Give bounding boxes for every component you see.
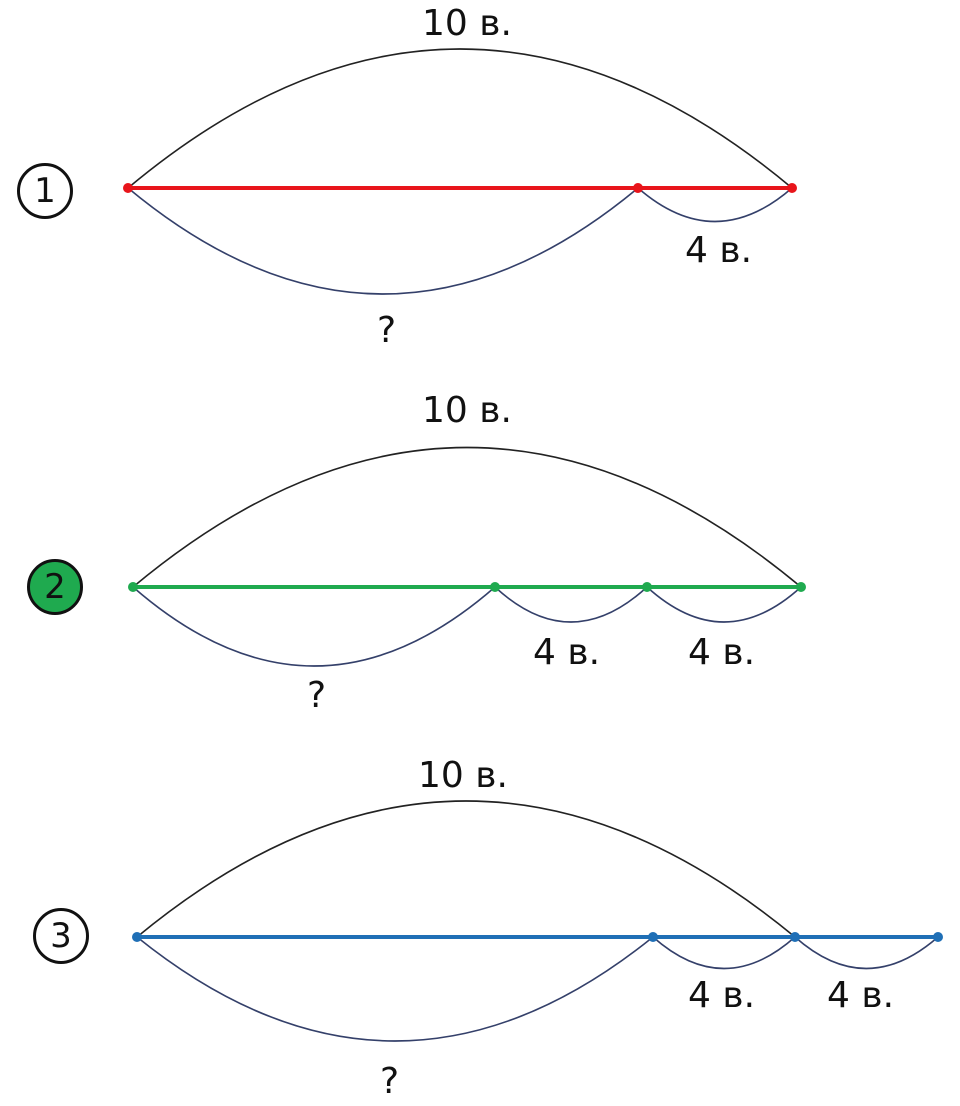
unknown-arc (136, 936, 654, 1042)
segment-arc (637, 187, 793, 223)
segment-label-3b: 4 в. (827, 975, 895, 1016)
total-label-2: 10 в. (422, 390, 512, 431)
diagram-number-3: 3 (33, 908, 89, 964)
segment-label-1a: 4 в. (685, 230, 753, 271)
diagram-1 (123, 48, 797, 295)
point (123, 183, 133, 193)
total-arc (136, 800, 796, 938)
diagram-number-2: 2 (27, 559, 83, 615)
point (642, 582, 652, 592)
unknown-label-3: ? (380, 1061, 400, 1102)
point (790, 932, 800, 942)
total-arc (127, 48, 793, 189)
point (490, 582, 500, 592)
point (787, 183, 797, 193)
diagram-number-1: 1 (17, 163, 73, 219)
segment-arc (646, 586, 802, 623)
point (633, 183, 643, 193)
total-arc (132, 446, 802, 588)
point (132, 932, 142, 942)
segment-arc (494, 586, 648, 623)
segment-arc (794, 936, 939, 970)
unknown-arc (127, 187, 639, 295)
segment-label-2b: 4 в. (688, 632, 756, 673)
segment-arc (652, 936, 796, 970)
diagram-3 (132, 800, 943, 1042)
total-label-1: 10 в. (422, 3, 512, 44)
point (128, 582, 138, 592)
unknown-label-2: ? (307, 675, 327, 716)
point (796, 582, 806, 592)
total-label-3: 10 в. (418, 755, 508, 796)
point (648, 932, 658, 942)
point (933, 932, 943, 942)
segment-label-2a: 4 в. (533, 632, 601, 673)
diagram-2 (128, 446, 806, 667)
unknown-arc (132, 586, 496, 667)
segment-label-3a: 4 в. (688, 975, 756, 1016)
unknown-label-1: ? (377, 310, 397, 351)
